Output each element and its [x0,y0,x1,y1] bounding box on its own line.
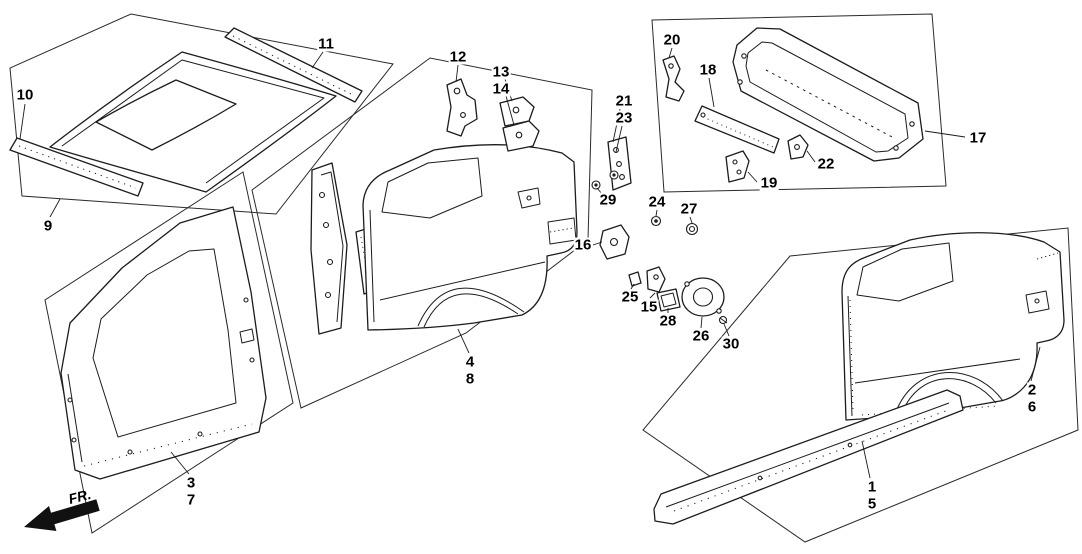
callout-30: 30 [721,335,741,353]
roof-group [9,27,363,197]
callout-26: 26 [691,327,711,345]
callout-3: 3 [185,474,197,492]
callout-11: 11 [317,35,335,53]
callout-29: 29 [598,191,618,209]
callout-10: 10 [15,86,35,104]
side-panel-outline [60,206,267,480]
callout-28: 28 [658,312,678,330]
callout-17: 17 [968,129,988,147]
callout-16: 16 [573,236,593,254]
bracket-18 [694,105,780,154]
fr-arrow: FR. [24,486,100,531]
fuel-door [1025,290,1050,314]
callout-24: 24 [647,193,667,211]
hardware-parts [591,136,728,325]
fuel-door [517,187,541,209]
fr-direction-label: FR. [67,486,93,507]
callout-7: 7 [185,491,197,509]
callout-9: 9 [42,217,54,235]
callout-6: 6 [1026,398,1038,416]
callout-1: 1 [866,478,878,496]
bracket-20 [662,55,685,102]
leader-lines [19,47,1041,479]
small-clip [239,328,255,344]
quarter-panel-inner [362,144,578,331]
sunroof-opening [95,79,237,151]
callout-23: 23 [614,109,634,127]
callout-2: 2 [1026,381,1038,399]
bracket-12 [446,78,478,137]
callout-8: 8 [464,370,476,388]
callout-15: 15 [639,298,659,316]
rear-roof-rail [224,27,363,103]
side-panel-group [60,206,267,480]
callout-13: 13 [491,63,511,81]
callout-22: 22 [816,155,836,173]
front-roof-rail [9,137,144,197]
center-pillar [310,162,348,335]
callout-5: 5 [866,495,878,513]
wheel-arch [417,287,525,327]
pad-28 [656,288,681,312]
door-aperture [92,248,237,438]
quarter-window [381,157,483,219]
callout-18: 18 [698,61,718,79]
clip-25 [628,271,642,287]
callout-20: 20 [662,31,682,49]
callout-25: 25 [620,288,640,306]
fr-arrow-icon [24,499,100,531]
bracket-19 [725,150,750,183]
wheel-arch [894,372,1004,415]
callout-4: 4 [464,353,476,371]
side-sill [653,389,964,525]
callout-14: 14 [491,80,511,98]
sill-panel [653,389,964,525]
inner-quarter-panel [362,144,578,331]
rear-panel [732,27,924,162]
callout-12: 12 [448,48,468,66]
rear-panel-group [662,27,924,183]
callout-27: 27 [679,200,699,218]
callout-19: 19 [759,174,779,192]
quarter-window [856,242,954,302]
callout-21: 21 [614,92,634,110]
